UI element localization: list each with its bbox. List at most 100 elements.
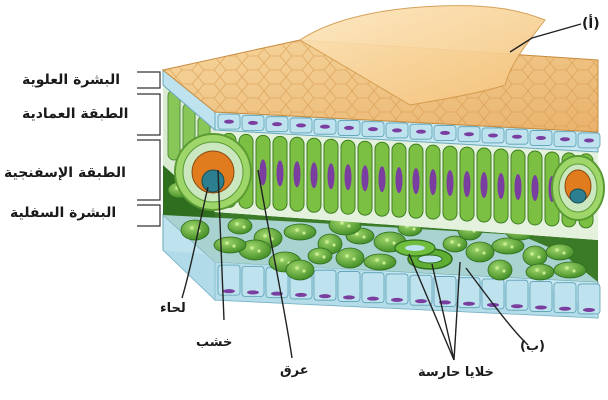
cell-nucleus	[296, 123, 306, 127]
spongy-cell	[181, 220, 209, 240]
chloroplast	[332, 243, 335, 246]
cell-nucleus	[367, 297, 379, 301]
spongy-cell	[488, 260, 512, 280]
cell-nucleus	[498, 173, 505, 199]
vein-left	[175, 134, 251, 210]
spongy-cell	[546, 244, 574, 260]
chloroplast	[537, 255, 540, 258]
cell-nucleus	[247, 290, 259, 294]
cell-nucleus	[447, 170, 454, 196]
label-b: (ب)	[520, 340, 545, 353]
spongy-cell	[214, 237, 246, 253]
cell-nucleus	[343, 295, 355, 299]
cell-nucleus	[224, 120, 234, 124]
palisade-cell	[168, 90, 180, 160]
chloroplast	[302, 269, 305, 272]
cell-nucleus	[464, 171, 471, 197]
label-upper-epidermis: البشرة العلوية	[22, 73, 120, 87]
chloroplast	[280, 258, 284, 262]
chloroplast	[457, 243, 460, 246]
cell-nucleus	[413, 168, 420, 194]
cell-nucleus	[430, 169, 437, 195]
spongy-cell	[308, 248, 332, 264]
chloroplast	[382, 261, 385, 264]
spongy-cell	[526, 264, 554, 280]
cell-nucleus	[272, 122, 282, 126]
chloroplast	[385, 238, 389, 242]
chloroplast	[495, 266, 499, 270]
chloroplast	[322, 255, 325, 258]
cell-nucleus	[481, 172, 488, 198]
spongy-cell	[466, 242, 494, 262]
spongy-cell	[492, 238, 524, 254]
chloroplast	[565, 266, 569, 270]
cell-nucleus	[488, 133, 498, 137]
chloroplast	[542, 271, 545, 274]
cell-nucleus	[328, 163, 335, 189]
cell-nucleus	[319, 294, 331, 298]
cell-nucleus	[362, 165, 369, 191]
chloroplast	[340, 221, 344, 225]
label-vein: عرق	[280, 364, 309, 377]
chloroplast	[562, 251, 565, 254]
cell-nucleus	[248, 121, 258, 125]
chloroplast	[503, 242, 507, 246]
cell-nucleus	[515, 174, 522, 200]
cell-nucleus	[464, 132, 474, 136]
cell-nucleus	[392, 128, 402, 132]
chloroplast	[315, 252, 319, 256]
chloroplast	[510, 245, 513, 248]
cell-nucleus	[223, 289, 235, 293]
chloroplast	[263, 234, 267, 238]
chloroplast	[257, 249, 260, 252]
label-a: (أ)	[582, 17, 600, 31]
label-brackets	[137, 72, 160, 226]
chloroplast	[190, 226, 194, 230]
vein-right	[552, 156, 604, 220]
cell-nucleus	[379, 166, 386, 192]
chloroplast	[325, 240, 329, 244]
cell-nucleus	[512, 135, 522, 139]
chloroplast	[352, 257, 355, 260]
spongy-cell	[523, 246, 547, 266]
chloroplast	[502, 269, 505, 272]
label-guard-cells: خلايا حارسة	[418, 366, 494, 379]
cell-nucleus	[391, 298, 403, 302]
chloroplast	[530, 252, 534, 256]
cell-nucleus	[560, 137, 570, 141]
chloroplast	[235, 222, 239, 226]
spongy-cell	[364, 254, 396, 270]
cell-nucleus	[396, 167, 403, 193]
chloroplast	[345, 254, 349, 258]
cell-nucleus	[536, 136, 546, 140]
cell-nucleus	[295, 293, 307, 297]
chloroplast	[475, 248, 479, 252]
cell-nucleus	[584, 138, 594, 142]
chloroplast	[450, 240, 454, 244]
chloroplast	[295, 228, 299, 232]
chloroplast	[250, 246, 254, 250]
chloroplast	[242, 225, 245, 228]
chloroplast	[535, 268, 539, 272]
cell-nucleus	[463, 302, 475, 306]
cell-nucleus	[559, 307, 571, 311]
cell-nucleus	[511, 304, 523, 308]
cell-nucleus	[311, 162, 318, 188]
chloroplast	[232, 244, 235, 247]
cell-nucleus	[277, 160, 284, 186]
cell-nucleus	[440, 131, 450, 135]
cell-nucleus	[535, 305, 547, 309]
chloroplast	[375, 258, 379, 262]
chloroplast	[295, 266, 299, 270]
chloroplast	[302, 231, 305, 234]
cell-nucleus	[583, 308, 595, 312]
chloroplast	[362, 235, 365, 238]
label-palisade-layer: الطبقة العمادية	[22, 107, 128, 121]
cell-nucleus	[344, 126, 354, 130]
chloroplast	[392, 241, 395, 244]
cell-nucleus	[345, 164, 352, 190]
cell-nucleus	[294, 161, 301, 187]
chloroplast	[225, 241, 229, 245]
chloroplast	[412, 227, 415, 230]
